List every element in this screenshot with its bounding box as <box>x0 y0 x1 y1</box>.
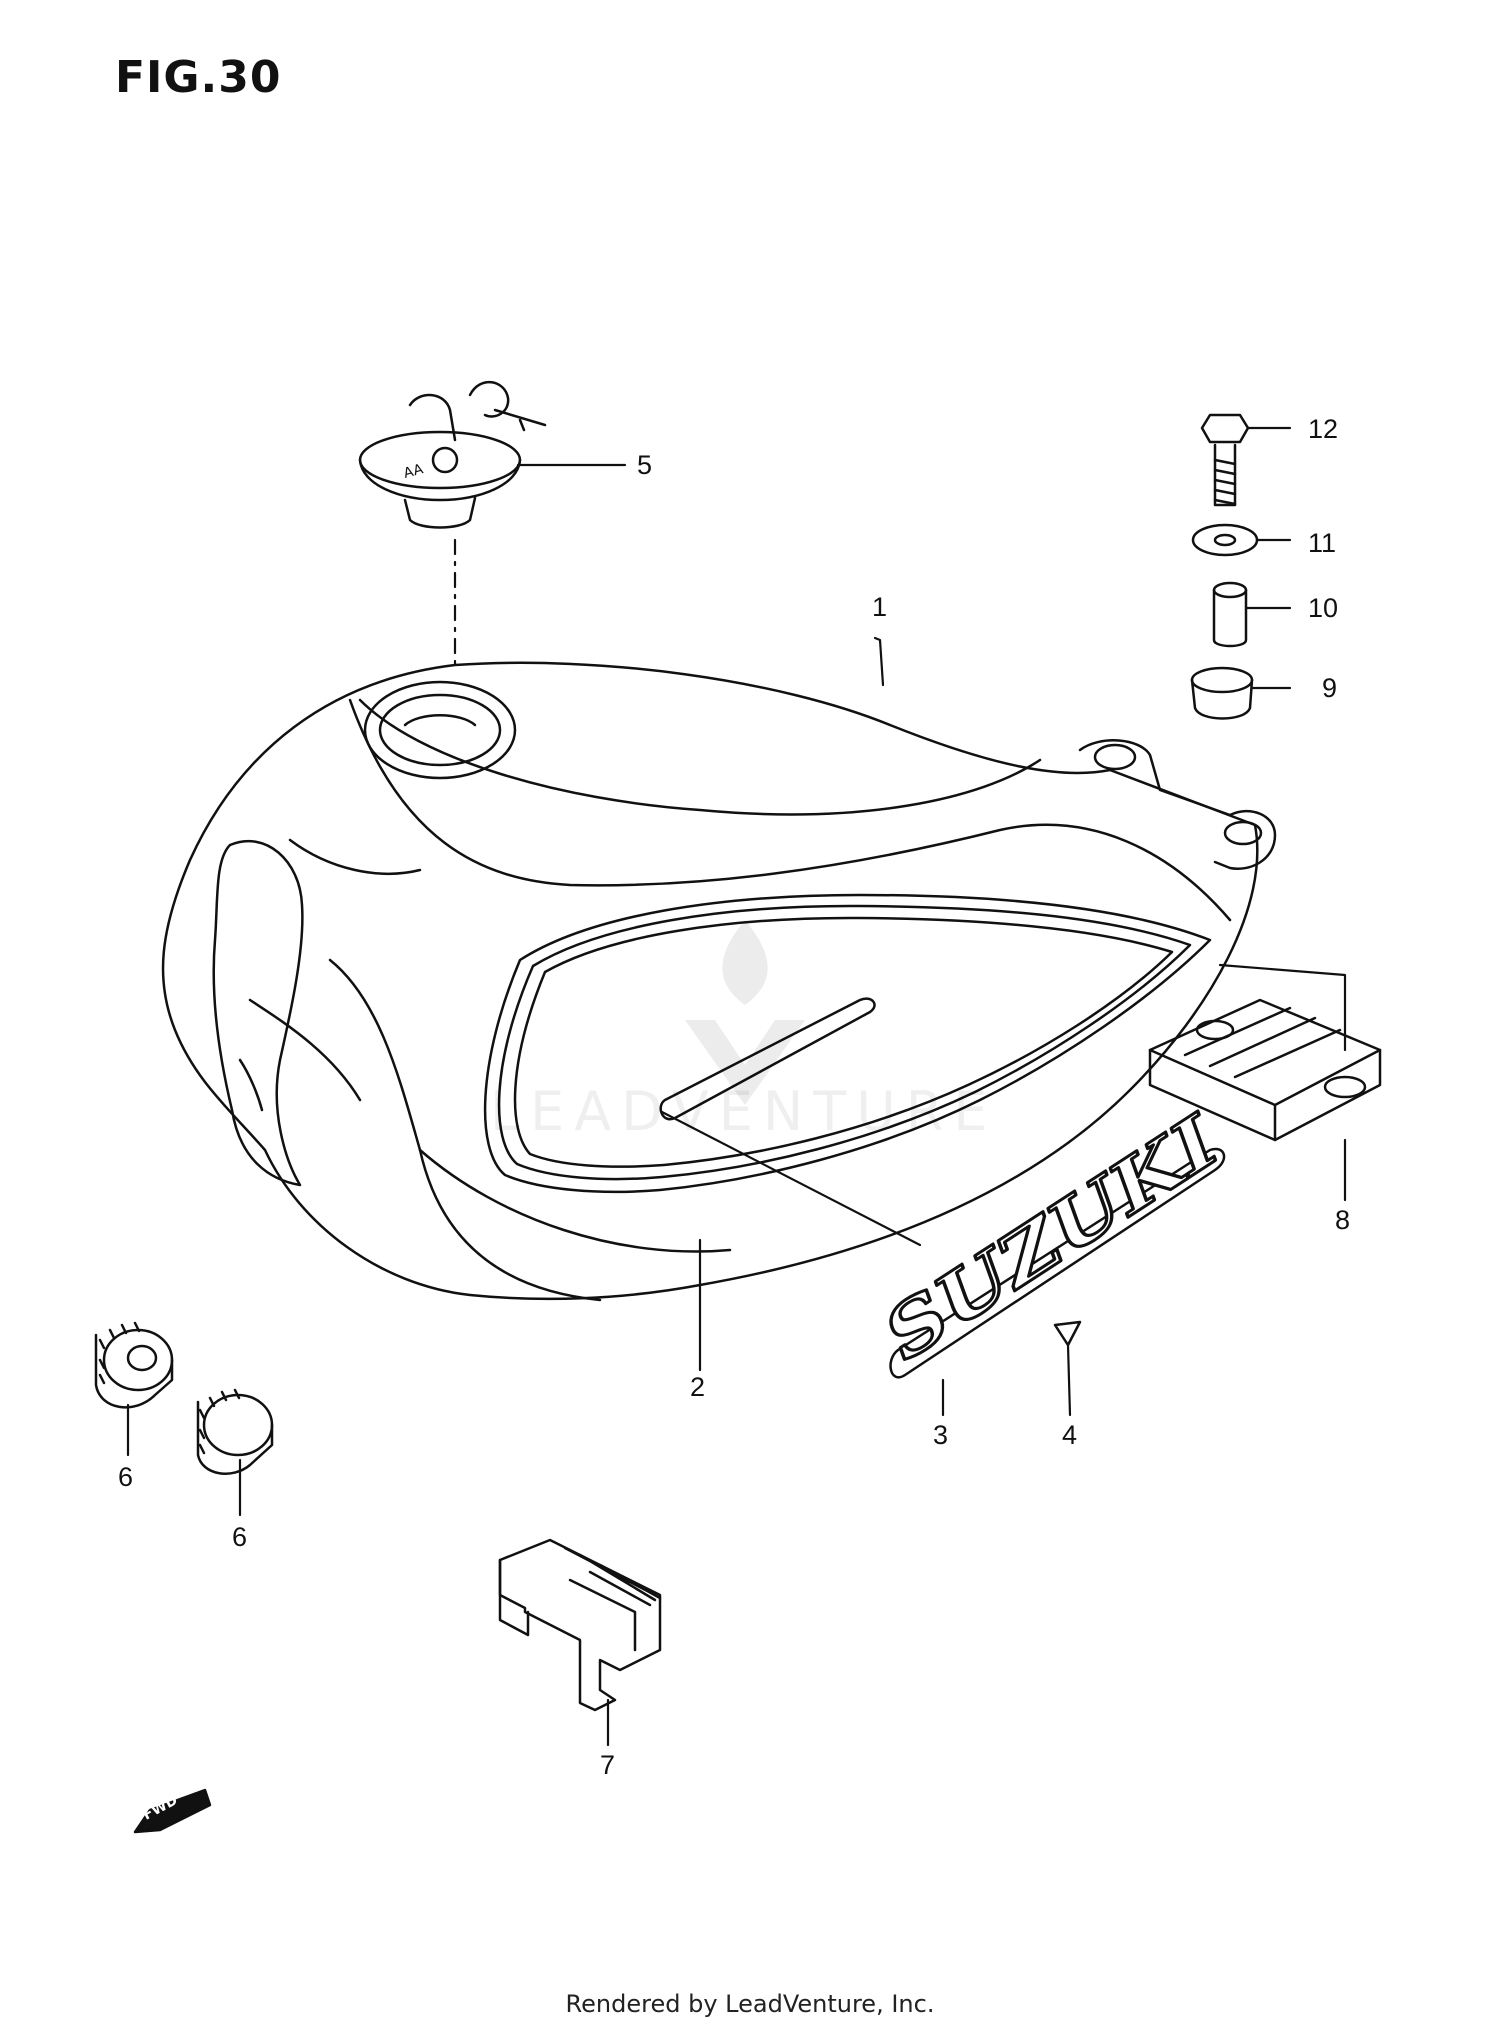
callout-8: 8 <box>1335 1205 1351 1235</box>
front-cushion <box>498 1538 662 1712</box>
callout-6a: 6 <box>118 1462 134 1492</box>
callout-2: 2 <box>690 1372 706 1402</box>
callout-4: 4 <box>1062 1420 1078 1450</box>
fuel-tank <box>161 661 1277 1302</box>
grip-rubber-a <box>94 1321 174 1409</box>
figure-title: FIG.30 <box>115 52 282 103</box>
spacer-collar <box>1212 581 1248 648</box>
callout-10: 10 <box>1308 593 1339 623</box>
rubber-grommet <box>1190 666 1254 720</box>
washer <box>1191 523 1259 557</box>
callout-7: 7 <box>600 1750 616 1780</box>
callout-11: 11 <box>1308 528 1337 558</box>
rear-cushion <box>1148 998 1382 1142</box>
grip-rubber-b <box>196 1388 274 1475</box>
forward-arrow-icon <box>133 1788 212 1834</box>
callout-1: 1 <box>872 592 888 622</box>
emblem-screw <box>1053 1320 1082 1347</box>
fuel-cap: AA <box>358 380 547 529</box>
svg-text:AA: AA <box>402 461 425 482</box>
callout-9: 9 <box>1322 673 1338 703</box>
callout-6b: 6 <box>232 1522 248 1552</box>
leader-lines <box>126 426 1347 1747</box>
watermark-text: LEADVENTURE <box>490 1080 998 1143</box>
render-credit: Rendered by LeadVenture, Inc. <box>565 1990 935 2018</box>
callout-12: 12 <box>1308 414 1339 444</box>
watermark-logo-icon <box>685 920 805 1105</box>
callout-3: 3 <box>933 1420 949 1450</box>
hex-bolt <box>1200 413 1250 507</box>
callout-5: 5 <box>637 450 653 480</box>
